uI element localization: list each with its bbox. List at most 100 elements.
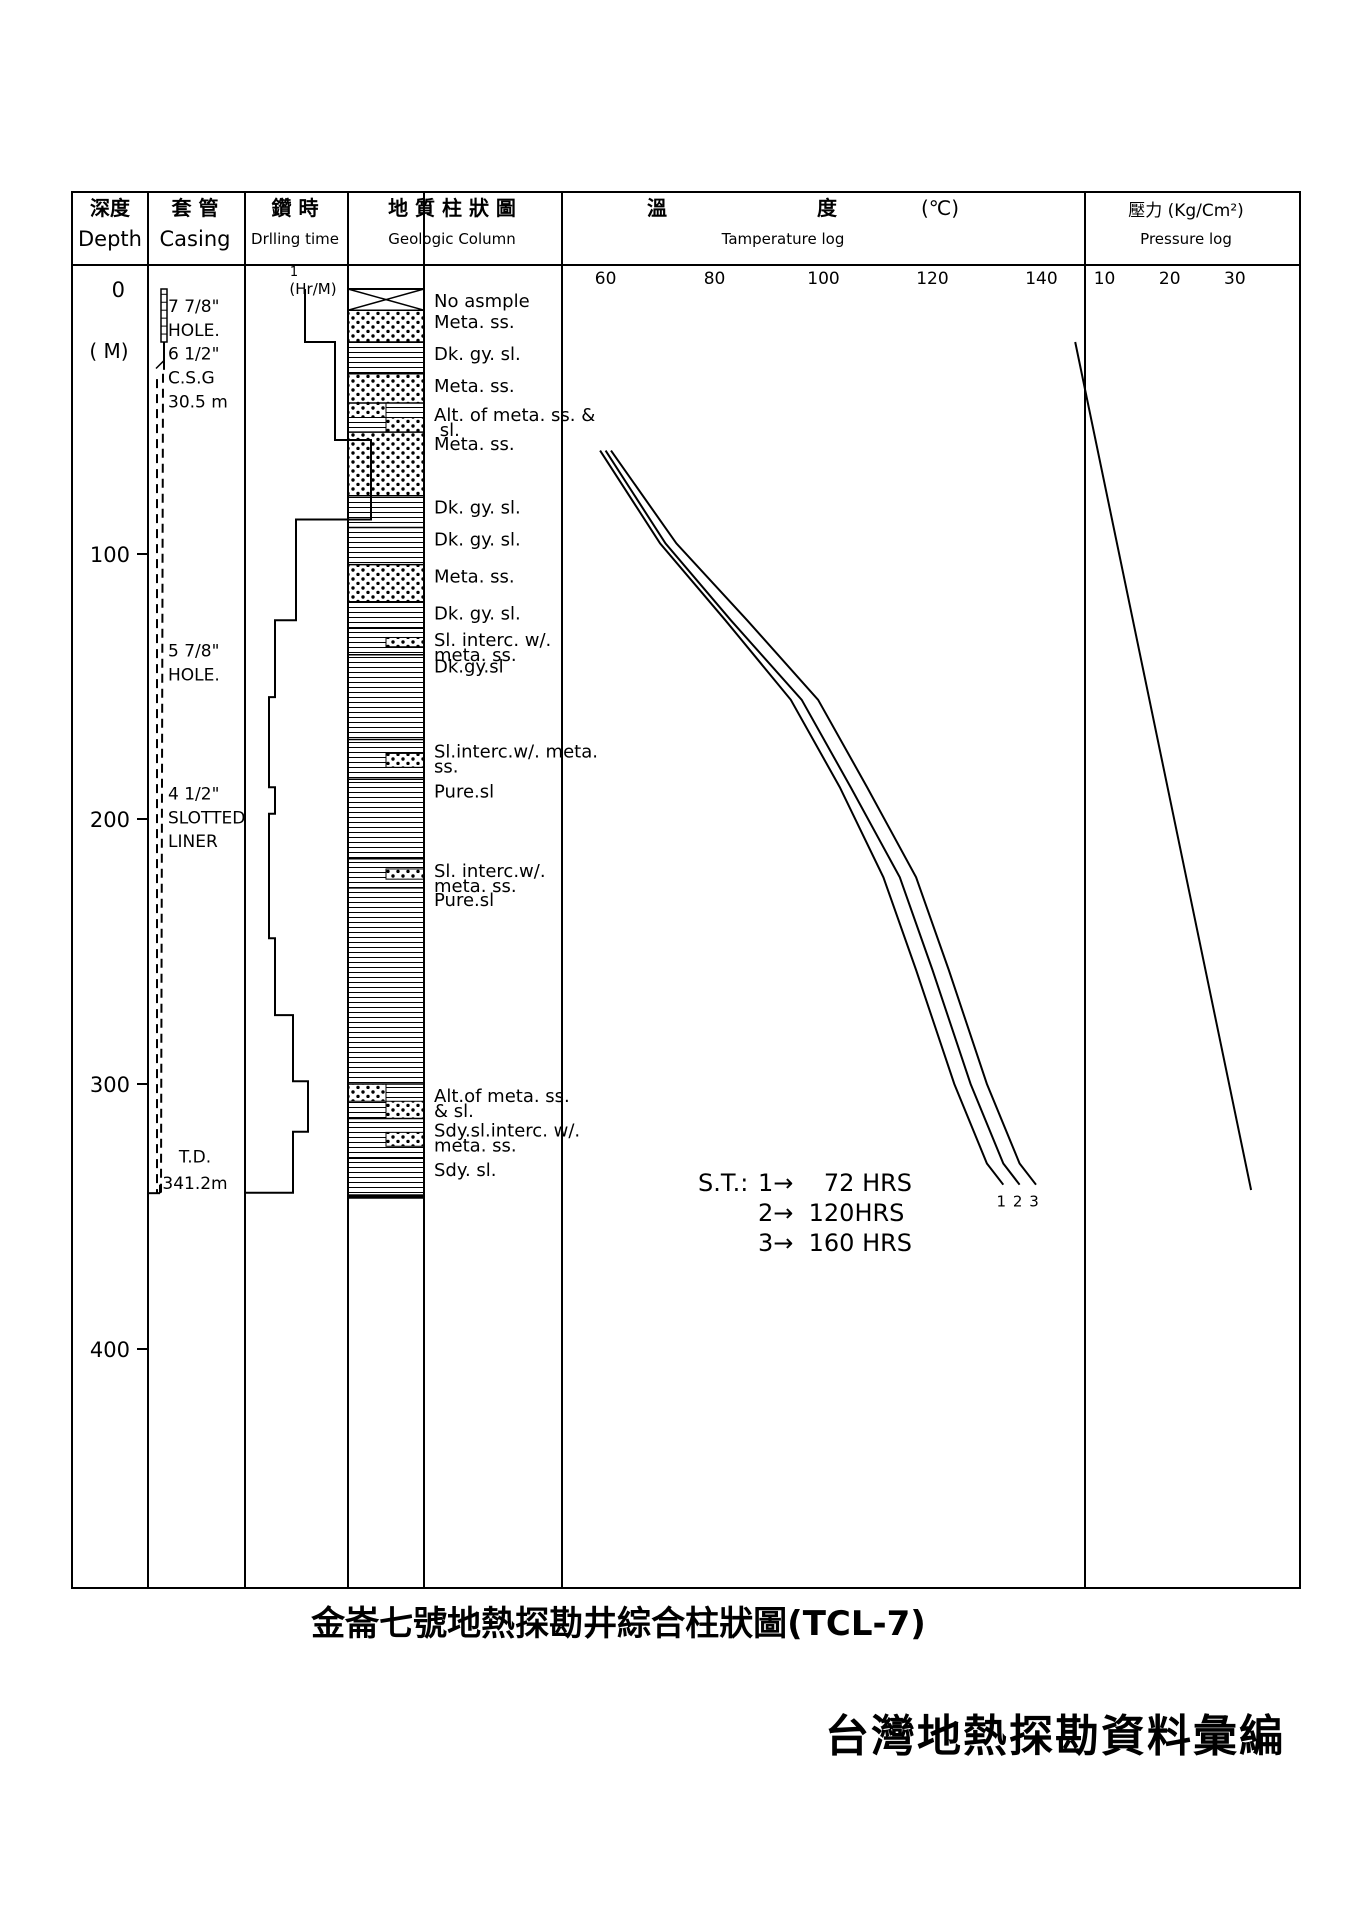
temp-series-3 (610, 450, 1037, 1186)
slate-fill (348, 495, 424, 528)
casing-label: HOLE. (168, 665, 220, 685)
geology-label: Dk. gy. sl. (434, 344, 521, 365)
drill-header-zh: 鑽 時 (272, 196, 319, 220)
interc-sandstone-lens (385, 1131, 425, 1147)
geology-label: Dk. gy. sl. (434, 530, 521, 551)
geology-label: Pure.sl (434, 781, 494, 802)
depth-tick-label: 200 (90, 808, 130, 832)
geology-label: Sdy. sl. (434, 1160, 496, 1181)
slate-fill (348, 527, 424, 565)
figure-caption: 金崙七號地熱探勘井綜合柱狀圖(TCL-7) (311, 1604, 926, 1644)
drill-unit-label: (Hr/M) (289, 280, 336, 298)
slate-fill (348, 342, 424, 374)
depth-tick-label: 300 (90, 1073, 130, 1097)
casing-label: T.D. (178, 1148, 211, 1168)
geo-header-en: Geologic Column (388, 230, 516, 248)
geology-label: Dk. gy. sl. (434, 498, 521, 519)
temp-tick-label: 100 (807, 269, 839, 289)
depth-tick-label: 100 (90, 543, 130, 567)
temperature-legend: S.T.: 1→ 72 HRS 2→ 120HRS 3→ 160 HRS (698, 1169, 912, 1257)
alt-sandstone-fill (386, 1101, 424, 1119)
sandstone-fill (348, 564, 424, 602)
drill-header-en: Drlling time (251, 230, 339, 248)
press-header-en: Pressure log (1140, 230, 1232, 248)
alt-sandstone-fill (348, 1084, 386, 1102)
pressure-curve (1074, 341, 1253, 1191)
casing-label: 5 7/8" (168, 641, 219, 661)
casing-label: HOLE. (168, 321, 220, 341)
casing-header-en: Casing (160, 227, 231, 251)
temp-header-en: Tamperature log (721, 230, 845, 248)
depth-tick-label: 0 (112, 278, 125, 302)
temp-tick-label: 60 (595, 269, 617, 289)
temp-series-1 (599, 450, 1005, 1186)
geology-label: Sl. interc. w/.meta. ss. (434, 630, 551, 666)
geology-label: Meta. ss. (434, 312, 515, 333)
outer-border (71, 191, 1301, 1589)
slate-fill (348, 779, 424, 859)
interc-sandstone-lens (385, 636, 425, 648)
slate-fill (348, 1158, 424, 1196)
sandstone-fill (348, 432, 424, 496)
alt-slate-fill (348, 1101, 386, 1119)
geology-label: Meta. ss. (434, 567, 515, 588)
geo-header-zh: 地 質 柱 狀 圖 (388, 196, 516, 220)
geology-label: No asmple (434, 291, 530, 312)
casing-label: 30.5 m (168, 392, 228, 412)
temp-tick-label: 120 (916, 269, 948, 289)
geology-label: Alt. of meta. ss. & sl. (434, 405, 595, 441)
slate-fill (348, 887, 424, 1084)
legend-entry-3: 3→ 160 HRS (758, 1229, 912, 1257)
geology-label: Meta. ss. (434, 434, 515, 455)
legend-entry-2: 2→ 120HRS (758, 1199, 904, 1227)
depth-unit-label: ( M) (89, 339, 128, 363)
table-frame (71, 191, 1301, 1589)
geology-label: Alt.of meta. ss.& sl. (434, 1086, 570, 1122)
depth-header-en: Depth (78, 227, 142, 251)
geology-label: Dk. gy. sl. (434, 604, 521, 625)
casing-label: SLOTTED (168, 808, 245, 828)
interc-sandstone-lens (385, 868, 425, 880)
press-tick-label: 30 (1224, 269, 1246, 289)
pressure-axis: 10 20 30 (1094, 269, 1246, 289)
depth-header-zh: 深度 (90, 196, 131, 220)
geology-label: Sl. interc.w/.meta. ss. (434, 861, 546, 897)
casing-label: C.S.G (168, 368, 215, 388)
casing-label: 4 1/2" (168, 785, 219, 805)
depth-tick-label: 400 (90, 1338, 130, 1362)
temp-header-zh-1: 溫 (647, 196, 667, 220)
geology-label: Pure.sl (434, 890, 494, 911)
sandstone-fill (348, 310, 424, 342)
drill-unit-top: 1 (290, 265, 298, 280)
casing-header-zh: 套 管 (172, 196, 219, 220)
slate-fill (348, 601, 424, 629)
casing-label: 7 7/8" (168, 297, 219, 317)
legend-lead: S.T.: (698, 1169, 748, 1197)
no-sample-cross (347, 288, 425, 311)
temp-series-2 (604, 450, 1021, 1186)
geology-label: Sdy.sl.interc. w/.meta. ss. (434, 1120, 580, 1156)
casing-column: 7 7/8" HOLE. 6 1/2" C.S.G 30.5 m 5 7/8" HOLE. 4… (148, 288, 245, 1195)
press-tick-label: 10 (1094, 269, 1116, 289)
alt-slate-fill (386, 402, 424, 418)
temp-header-unit: (℃) (921, 196, 959, 220)
curve-label-1: 1 (997, 1193, 1007, 1211)
geology-label: Meta. ss. (434, 376, 515, 397)
pressure-line (1074, 341, 1253, 1191)
header-row: 深度 Depth 套 管 Casing 鑽 時 Drlling time 地 質… (78, 196, 1244, 251)
legend-entry-1: 1→ 72 HRS (758, 1169, 912, 1197)
slate-fill (348, 654, 424, 740)
press-tick-label: 20 (1159, 269, 1181, 289)
alt-sandstone-fill (386, 417, 424, 433)
curve-label-3: 3 (1029, 1193, 1039, 1211)
sandstone-fill (348, 373, 424, 403)
temp-tick-label: 140 (1025, 269, 1057, 289)
interc-sandstone-lens (385, 752, 425, 768)
depth-axis: 0 100 200 300 400 (90, 278, 148, 1362)
casing-label: 6 1/2" (168, 345, 219, 365)
alt-slate-fill (386, 1084, 424, 1102)
casing-label: 341.2m (162, 1174, 227, 1194)
